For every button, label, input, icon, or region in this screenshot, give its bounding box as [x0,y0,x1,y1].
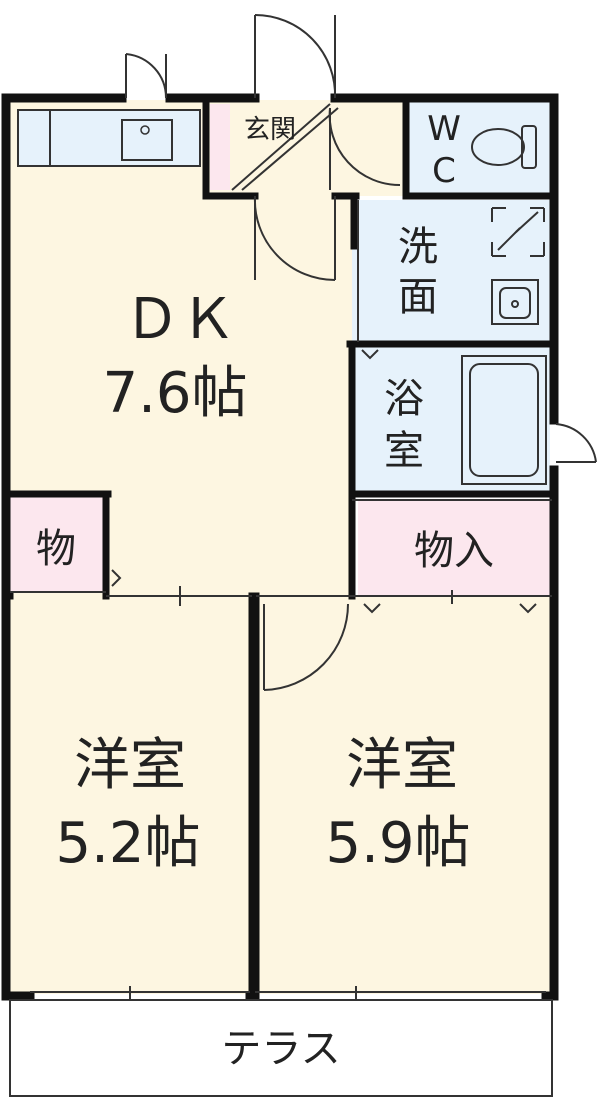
door-swings [125,14,597,691]
entrance-mat [210,104,230,190]
wc-label-c: C [432,151,456,191]
western-right-floor [256,596,550,994]
western-right-name-label: 洋室 [346,733,458,798]
terrace-area [9,999,553,1097]
interior-walls [2,96,558,1000]
dk-size-label: 7.6帖 [102,361,247,426]
entrance-label: 玄関 [244,115,296,145]
bath-label-2: 室 [384,428,424,474]
outer-walls [1,93,559,1001]
terrace-label: テラス [221,1026,340,1072]
wc-label-w: W [427,109,461,149]
bath-label-1: 浴 [384,376,424,422]
washroom-label-1: 洗 [398,224,438,270]
dk-name-label: ＤＫ [124,287,236,352]
washing-machine-space-icon [491,207,545,257]
toilet-icon [471,125,537,169]
bath-floor [352,344,550,492]
bathtub-icon [461,355,547,485]
storage-closet-label: 物入 [414,528,494,574]
wc-floor [408,100,550,196]
storage-closet-floor [358,500,550,596]
storage-small-floor [10,496,106,592]
washroom-floor [352,200,550,342]
western-left-size-label: 5.2帖 [55,811,200,876]
western-left-name-label: 洋室 [74,733,186,798]
washbasin-icon [491,279,539,325]
western-left-floor [10,596,252,994]
washroom-label-2: 面 [398,274,438,320]
kitchen-counter [17,109,201,167]
storage-small-label: 物 [36,526,76,572]
western-right-size-label: 5.9帖 [325,811,470,876]
